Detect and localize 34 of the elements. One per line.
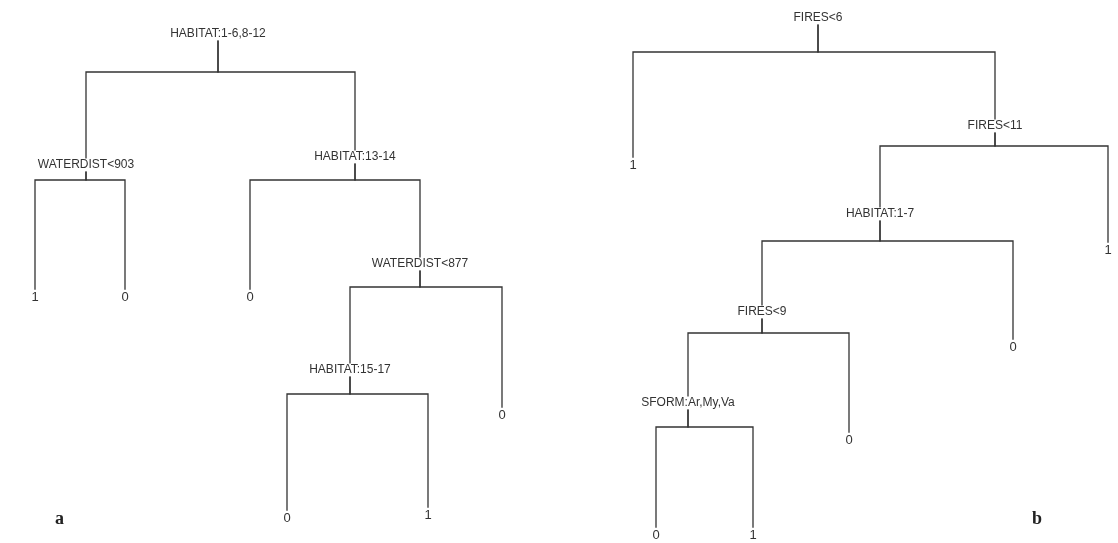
tree-branch-line	[817, 23, 996, 121]
tree-branch-line	[994, 131, 1109, 244]
tree-branch-line	[761, 317, 850, 434]
leaf-value: 0	[497, 407, 507, 423]
panel-letter: a	[55, 508, 64, 529]
leaf-value: 0	[120, 289, 130, 305]
tree-branch-line	[687, 408, 754, 529]
tree-branch-line	[879, 219, 1014, 341]
split-condition: HABITAT:15-17	[308, 363, 392, 377]
split-condition: HABITAT:1-6,8-12	[169, 27, 267, 41]
split-condition: HABITAT:13-14	[313, 150, 397, 164]
leaf-value: 1	[748, 527, 758, 543]
leaf-value: 0	[1008, 339, 1018, 355]
leaf-value: 1	[423, 507, 433, 523]
split-condition: HABITAT:1-7	[844, 207, 916, 221]
leaf-value: 0	[844, 432, 854, 448]
split-condition: FIRES<11	[966, 119, 1024, 133]
split-condition: WATERDIST<903	[36, 158, 136, 172]
tree-branch-line	[349, 375, 429, 509]
tree-branch-line	[85, 170, 126, 291]
leaf-value: 1	[30, 289, 40, 305]
split-condition: WATERDIST<877	[370, 257, 470, 271]
leaf-value: 1	[1103, 242, 1113, 258]
panel-letter: b	[1032, 508, 1042, 529]
tree-branch-line	[354, 162, 421, 259]
leaf-value: 0	[282, 510, 292, 526]
tree-branch-line	[217, 39, 356, 152]
split-condition: FIRES<9	[736, 305, 788, 319]
split-condition: SFORM:Ar,My,Va	[640, 396, 736, 410]
split-condition: FIRES<6	[792, 11, 844, 25]
leaf-value: 0	[651, 527, 661, 543]
leaf-value: 0	[245, 289, 255, 305]
leaf-value: 1	[628, 157, 638, 173]
tree-branch-line	[419, 269, 503, 409]
